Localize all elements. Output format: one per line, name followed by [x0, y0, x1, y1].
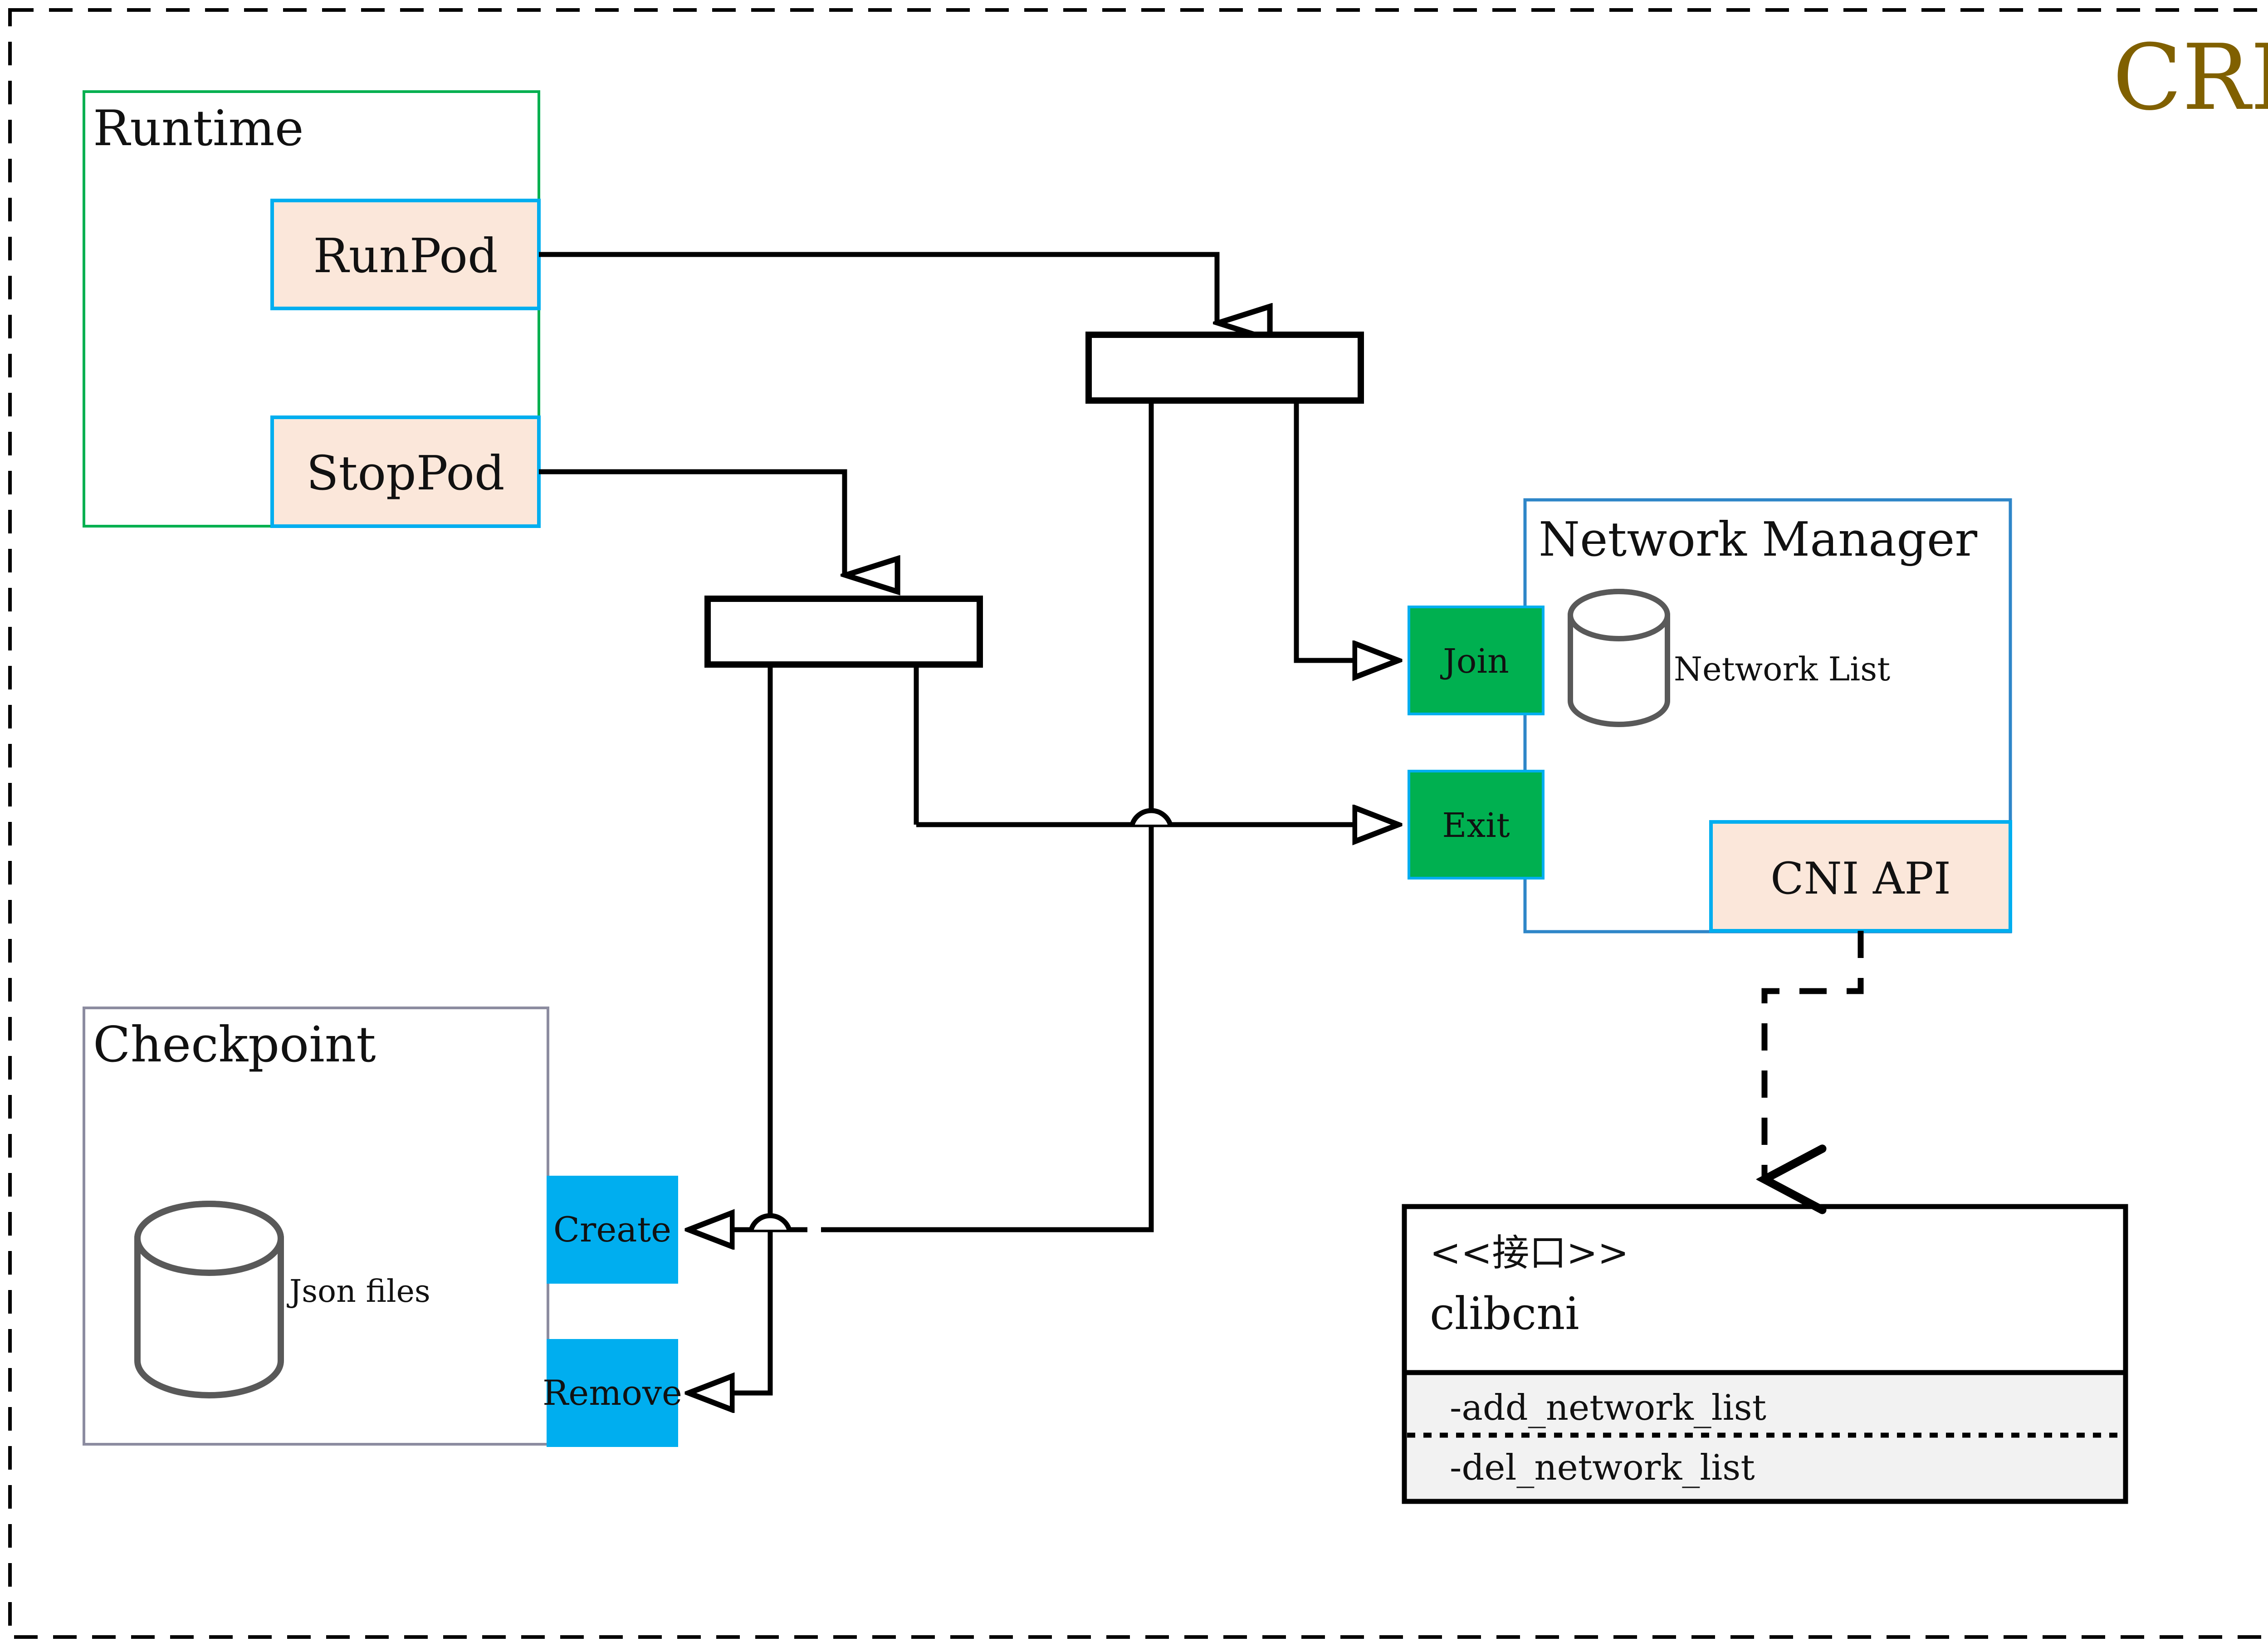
node-runpod-label: RunPod — [313, 228, 498, 283]
edge-trunk-to-create — [821, 825, 1154, 1232]
group-checkpoint-label: Checkpoint — [93, 1017, 376, 1073]
node-remove-label: Remove — [543, 1373, 682, 1413]
edge-runpod-fork-to-exit — [1149, 401, 1399, 825]
node-remove[interactable] — [547, 1339, 678, 1447]
node-runpod[interactable] — [270, 199, 541, 310]
page-title: CRI — [2112, 25, 2268, 131]
node-join-label: Join — [1440, 642, 1509, 681]
group-runtime-label: Runtime — [93, 100, 304, 157]
group-network-manager-label: Network Manager — [1539, 512, 1977, 567]
node-create[interactable] — [547, 1176, 678, 1284]
json-files-label: Json files — [287, 1274, 430, 1310]
node-create-label: Create — [553, 1209, 671, 1250]
line-hop-create — [748, 1213, 792, 1231]
node-cni-api-label: CNI API — [1770, 853, 1951, 904]
interface-operation-del: -del_network_list — [1450, 1447, 1755, 1488]
fork-bar-runpod — [539, 252, 1364, 404]
edge-runpod-fork-to-join — [1294, 401, 1399, 660]
network-list-label: Network List — [1674, 650, 1890, 688]
interface-operation-add: -add_network_list — [1450, 1388, 1766, 1428]
interface-name: clibcni — [1430, 1288, 1579, 1340]
network-list-cylinder-icon — [1568, 589, 1670, 727]
edge-stoppod-fork-to-remove — [688, 665, 773, 1393]
json-files-cylinder-icon — [134, 1201, 284, 1398]
node-stoppod-label: StopPod — [306, 445, 504, 501]
node-exit[interactable] — [1408, 770, 1545, 880]
outer-frame — [8, 8, 2268, 1639]
node-join[interactable] — [1408, 606, 1545, 715]
fork-bar-stoppod — [539, 469, 983, 668]
edge-cni-api-to-clibcni — [1765, 931, 1864, 1179]
line-hop-exit — [1129, 808, 1173, 826]
interface-stereotype: <<接口>> — [1430, 1232, 1629, 1275]
node-exit-label: Exit — [1442, 806, 1510, 845]
